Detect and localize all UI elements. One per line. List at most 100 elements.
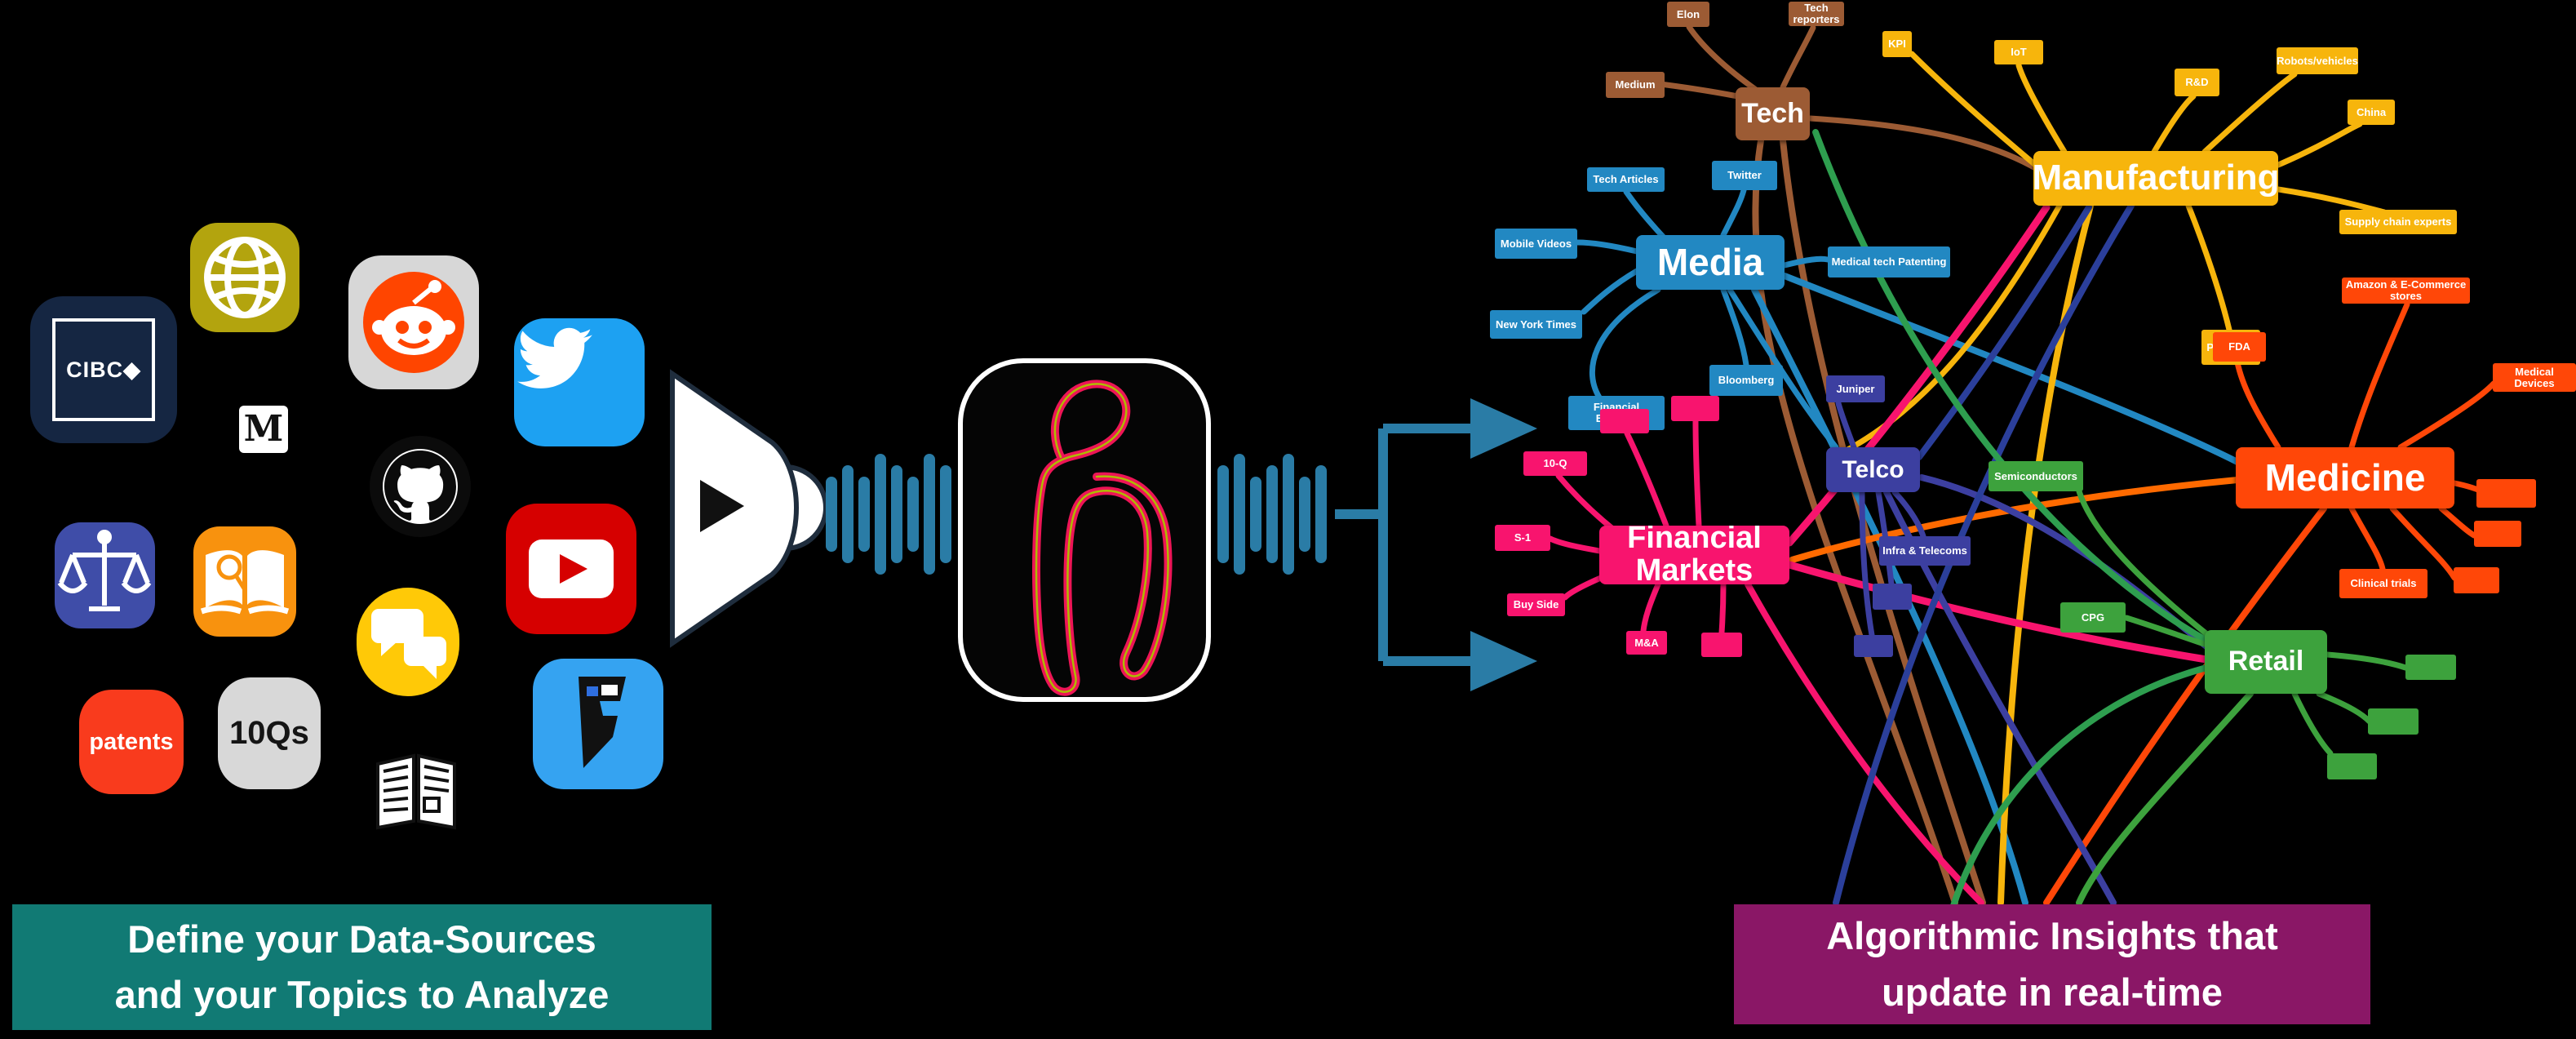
subtopic-media-medical-tech-patenting: Medical tech Patenting [1828,246,1950,278]
reddit-icon [348,255,479,389]
research-book-icon [193,526,296,637]
subtopic-financial-markets-m-a: M&A [1626,631,1667,655]
github-icon [367,435,473,539]
subtopic-financial-markets-6 [1701,633,1742,657]
right-banner-line1: Algorithmic Insights that [1826,914,2278,958]
right-banner-line2: update in real-time [1882,970,2223,1014]
stream-bar [1234,454,1245,575]
topic-tech: Tech [1736,87,1810,140]
subtopic-retail-2 [2405,655,2456,680]
stream-bar [1266,465,1278,563]
stream-bar [924,454,935,575]
stream-bar [940,465,951,563]
left-banner: Define your Data-Sources and your Topics… [12,904,712,1030]
topic-telco: Telco [1826,447,1920,492]
stream-bar [858,477,870,552]
subtopic-financial-markets-10-q: 10-Q [1523,451,1587,476]
subtopic-medicine-medical-devices: Medical Devices [2493,363,2576,392]
foursquare-pennant-glyph [579,677,626,768]
subtopic-media-new-york-times: New York Times [1490,310,1582,339]
arrow-right-top-icon [1470,398,1537,459]
legal-scales-icon [55,522,155,628]
stream-bar [1283,454,1294,575]
subtopic-retail-4 [2327,753,2377,779]
github-glyph [370,436,471,537]
stream-split-connector [1335,424,1483,666]
youtube-icon [506,504,636,634]
stream-bar [1315,465,1327,563]
subtopic-financial-markets-4 [1600,409,1649,433]
subtopic-tech-tech-reporters: Tech reporters [1789,2,1844,26]
stream-bar [1299,477,1310,552]
book-magnifier-glyph [200,550,290,615]
cibc-icon: CIBC◆ [30,296,177,443]
tenqs-label: 10Qs [229,715,309,751]
stream-bar [1250,477,1261,552]
subtopic-medicine-clinical-trials: Clinical trials [2339,569,2427,598]
subtopic-manufacturing-supply-chain-experts: Supply chain experts [2339,210,2457,234]
medium-label: M [243,408,284,450]
newspaper-icon [373,751,459,830]
subtopic-medicine-5 [2474,521,2521,547]
subtopic-telco-2 [1873,584,1912,610]
app-logo-glyph [1032,380,1173,696]
subtopic-medicine-6 [2454,567,2499,593]
right-banner: Algorithmic Insights that update in real… [1734,904,2370,1024]
scales-glyph [57,530,152,611]
left-banner-line1: Define your Data-Sources [127,917,596,961]
funnel-play-icon [700,480,744,532]
chat-bubbles-icon [357,588,459,696]
stream-bar [891,465,902,563]
subtopic-telco-juniper: Juniper [1826,375,1885,402]
globe-glyph [204,237,286,318]
subtopic-manufacturing-robots-vehicles: Robots/vehicles [2277,47,2358,74]
subtopic-telco-3 [1854,635,1893,657]
youtube-play-glyph [529,539,614,598]
stream-bar [1217,465,1229,563]
subtopic-retail-3 [2368,708,2419,735]
topic-medicine: Medicine [2236,447,2454,508]
stream-bar [907,477,919,552]
topic-retail: Retail [2205,630,2327,694]
subtopic-manufacturing-kpi: KPI [1882,31,1912,57]
subtopic-media-tech-articles: Tech Articles [1587,167,1665,192]
topic-financial-markets: Financial Markets [1599,526,1789,584]
subtopic-tech-elon: Elon [1667,2,1709,27]
globe-icon [190,223,299,332]
app-logo [958,358,1211,702]
chat-glyph [371,609,446,679]
patents-label: patents [89,728,174,755]
subtopic-media-twitter: Twitter [1712,161,1777,190]
twitter-bird-glyph [517,327,592,389]
subtopic-financial-markets-5 [1671,396,1719,421]
subtopic-media-mobile-videos: Mobile Videos [1495,229,1577,259]
subtopic-medicine-fda: FDA [2213,332,2266,362]
tenqs-icon: 10Qs [218,677,321,789]
subtopic-tech-medium: Medium [1606,72,1665,98]
stream-bar [842,465,853,563]
stream-bar [875,454,886,575]
medium-icon: M [239,406,288,453]
subtopic-retail-semiconductors: Semiconductors [1989,461,2083,491]
subtopic-medicine-amazon-e-commerce-stores: Amazon & E-Commerce stores [2342,278,2470,304]
arrow-right-bottom-icon [1470,631,1537,691]
foursquare-icon [533,659,663,789]
subtopic-financial-markets-buy-side: Buy Side [1507,593,1565,616]
subtopic-financial-markets-s-1: S-1 [1495,525,1550,551]
subtopic-telco-infra-telecoms: Infra & Telecoms [1879,536,1971,566]
subtopic-retail-cpg: CPG [2060,602,2126,633]
topic-media: Media [1636,235,1785,290]
subtopic-manufacturing-iot: IoT [1994,40,2043,64]
stream-bar [826,477,837,552]
reddit-glyph [363,272,464,373]
subtopic-media-bloomberg: Bloomberg [1709,365,1783,396]
newspaper-glyph [376,753,456,830]
twitter-icon [514,318,645,446]
patents-icon: patents [79,690,184,794]
topic-manufacturing: Manufacturing [2033,151,2278,206]
left-banner-line2: and your Topics to Analyze [114,973,610,1016]
subtopic-manufacturing-r-d: R&D [2175,69,2219,96]
cibc-label: CIBC◆ [66,357,141,382]
